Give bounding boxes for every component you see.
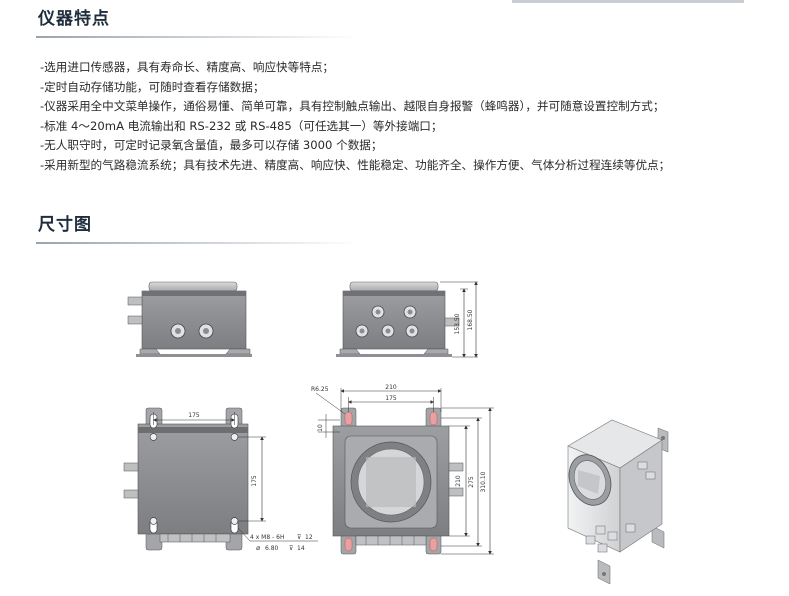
dim-height-2: 168.50 — [467, 309, 474, 330]
hole-spec-depth-1: 12 — [305, 534, 313, 541]
depth-symbol-icon: ⊽ — [289, 545, 293, 552]
isometric-view — [567, 419, 669, 585]
dim-body-height: 210 — [455, 475, 462, 487]
dim-hole-height: 275 — [468, 476, 475, 488]
front-view-right: 153.50 168.50 — [336, 281, 478, 358]
dim-bottom-width: 175 — [188, 412, 200, 419]
diameter-symbol-icon: ⌀ — [256, 544, 260, 552]
dim-bottom-depth: 175 — [251, 475, 258, 487]
features-list: -选用进口传感器，具有寿命长、精度高、响应快等特点； -定时自动存储功能，可随时… — [40, 58, 670, 176]
features-heading-rule — [36, 36, 358, 38]
feature-item: -标准 4～20mA 电流输出和 RS-232 或 RS-485（可任选其一）等… — [40, 118, 443, 133]
dim-height-1: 153.50 — [454, 313, 461, 334]
dimensions-heading-rule — [36, 242, 360, 244]
dim-radius: R6.25 — [311, 386, 329, 393]
front-view-left — [127, 281, 252, 357]
dim-total-width: 210 — [385, 384, 397, 391]
feature-item: -无人职守时，可定时记录氧含量值，最多可以存储 3000 个数据； — [40, 138, 383, 153]
top-faded-bar — [512, 0, 744, 3]
feature-item: -选用进口传感器，具有寿命长、精度高、响应快等特点； — [40, 60, 335, 74]
bottom-view: 175 175 4 x M8 - 6H ⊽ 12 ⌀ 6.80 ⊽ 14 — [123, 407, 318, 552]
depth-symbol-icon: ⊽ — [297, 534, 301, 541]
dim-hole-spacing: 175 — [385, 395, 397, 402]
hole-spec-depth-2: 14 — [297, 545, 305, 552]
hole-spec-diameter: 6.80 — [265, 545, 279, 552]
dim-total-height: 310.10 — [480, 471, 487, 492]
features-heading: 仪器特点 — [38, 9, 110, 29]
feature-item: -仪器采用全中文菜单操作，通俗易懂、简单可靠，具有控制触点输出、越限自身报警（蜂… — [40, 99, 665, 114]
top-view: 210 175 R6.25 10 210 275 310.10 — [311, 384, 494, 555]
hole-spec-thread: 4 x M8 - 6H — [250, 534, 285, 541]
feature-item: -采用新型的气路稳流系统；具有技术先进、精度高、响应快、性能稳定、功能齐全、操作… — [40, 157, 671, 172]
dim-small: 10 — [317, 424, 324, 432]
feature-item: -定时自动存储功能，可随时查看存储数据； — [40, 79, 265, 94]
dimensions-heading: 尺寸图 — [38, 215, 92, 235]
